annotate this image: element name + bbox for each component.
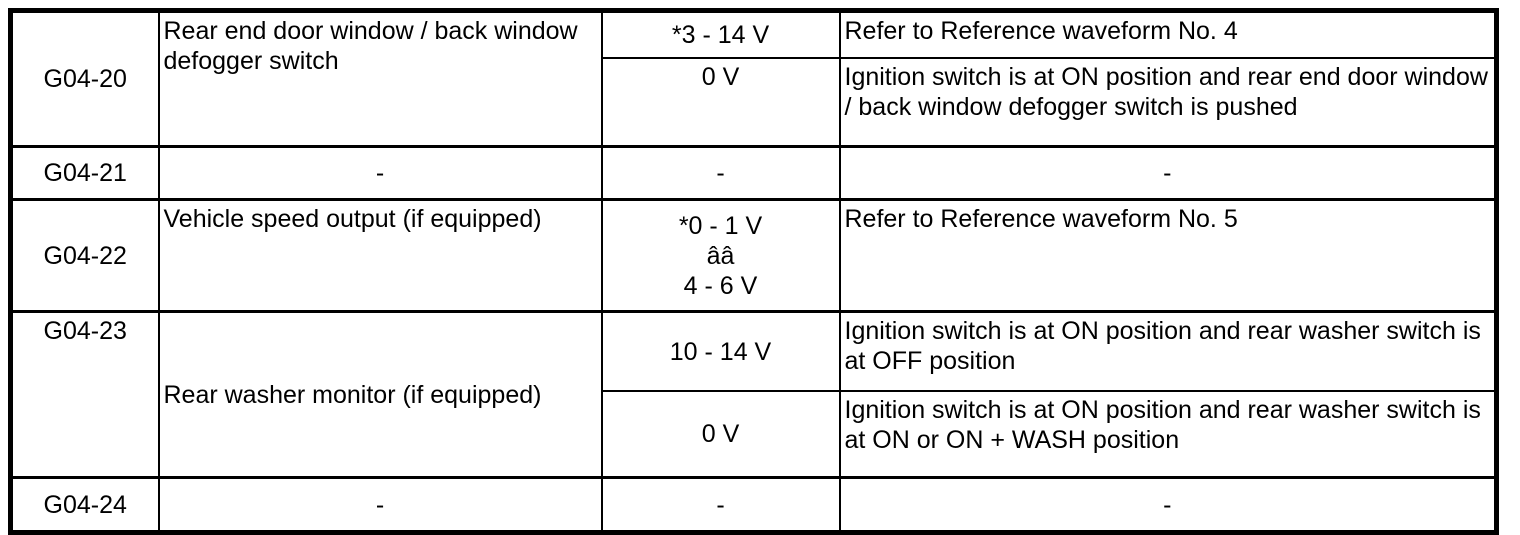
table-row: G04-24 - - -	[9, 476, 1498, 534]
condition-cell: -	[838, 145, 1498, 201]
terminal-voltage-table: G04-20 Rear end door window / back windo…	[8, 8, 1499, 535]
voltage-cell: -	[600, 476, 841, 534]
voltage-cell: *0 - 1 V ââ 4 - 6 V	[600, 198, 841, 313]
description-cell: Rear washer monitor (if equipped)	[157, 310, 603, 479]
voltage-line: *0 - 1 V	[678, 211, 763, 240]
voltage-cell: 0 V	[600, 57, 841, 148]
terminal-id-cell: G04-21	[9, 145, 160, 201]
table-row: 0 V Ignition switch is at ON position an…	[11, 57, 1498, 148]
terminal-id-cell: G04-23	[9, 310, 160, 479]
voltage-line: 4 - 6 V	[683, 271, 758, 300]
condition-cell: Refer to Reference waveform No. 4	[838, 9, 1498, 59]
condition-cell: Ignition switch is at ON position and re…	[838, 57, 1498, 148]
description-cell: Vehicle speed output (if equipped)	[157, 198, 603, 313]
condition-cell: Ignition switch is at ON position and re…	[838, 390, 1498, 479]
terminal-id-cell: G04-24	[9, 476, 160, 534]
voltage-cell: 10 - 14 V	[600, 310, 841, 392]
table-row: G04-21 - - -	[9, 145, 1498, 201]
table-row: G04-22 Vehicle speed output (if equipped…	[9, 198, 1498, 313]
condition-cell: Ignition switch is at ON position and re…	[838, 310, 1498, 392]
table-row: G04-20 Rear end door window / back windo…	[9, 9, 1498, 148]
voltage-cell: 0 V	[600, 390, 841, 479]
voltage-cell: *3 - 14 V	[600, 9, 841, 59]
terminal-id-cell: G04-20	[9, 9, 160, 148]
terminal-id-cell: G04-22	[9, 198, 160, 313]
voltage-line: ââ	[706, 241, 735, 270]
condition-cell: -	[838, 476, 1498, 534]
condition-cell: Refer to Reference waveform No. 5	[838, 198, 1498, 313]
description-cell: -	[157, 476, 603, 534]
voltage-cell: -	[600, 145, 841, 201]
description-cell: -	[157, 145, 603, 201]
table-row: 0 V Ignition switch is at ON position an…	[11, 390, 1498, 479]
description-cell: Rear end door window / back window defog…	[157, 9, 603, 148]
table-row: G04-23 Rear washer monitor (if equipped)…	[9, 310, 1498, 479]
